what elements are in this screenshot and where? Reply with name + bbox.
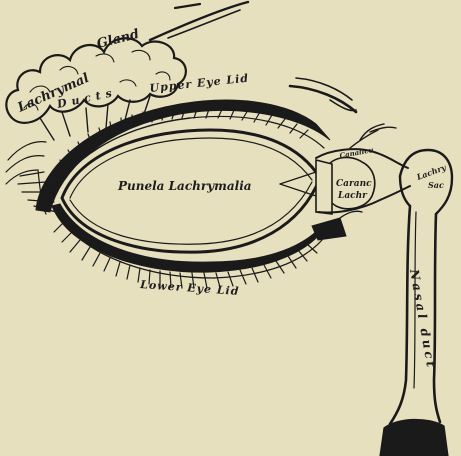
caruncle-lachr-label: Lachr	[337, 191, 368, 201]
caruncle-label: Caranc	[336, 179, 372, 189]
lachrymal-sac	[400, 150, 452, 214]
punela-lachrymalia-label: Punela Lachrymalia	[117, 179, 252, 193]
canaliculus-label: Canalicu	[339, 145, 374, 160]
nasal-duct	[380, 206, 448, 456]
sac-label: Sac	[428, 180, 444, 190]
lower-eye-lid	[52, 204, 322, 278]
inner-canthus	[312, 211, 362, 240]
puncta-strip	[316, 160, 332, 214]
lower-eye-lid-label: Lower Eye Lid	[139, 278, 240, 298]
